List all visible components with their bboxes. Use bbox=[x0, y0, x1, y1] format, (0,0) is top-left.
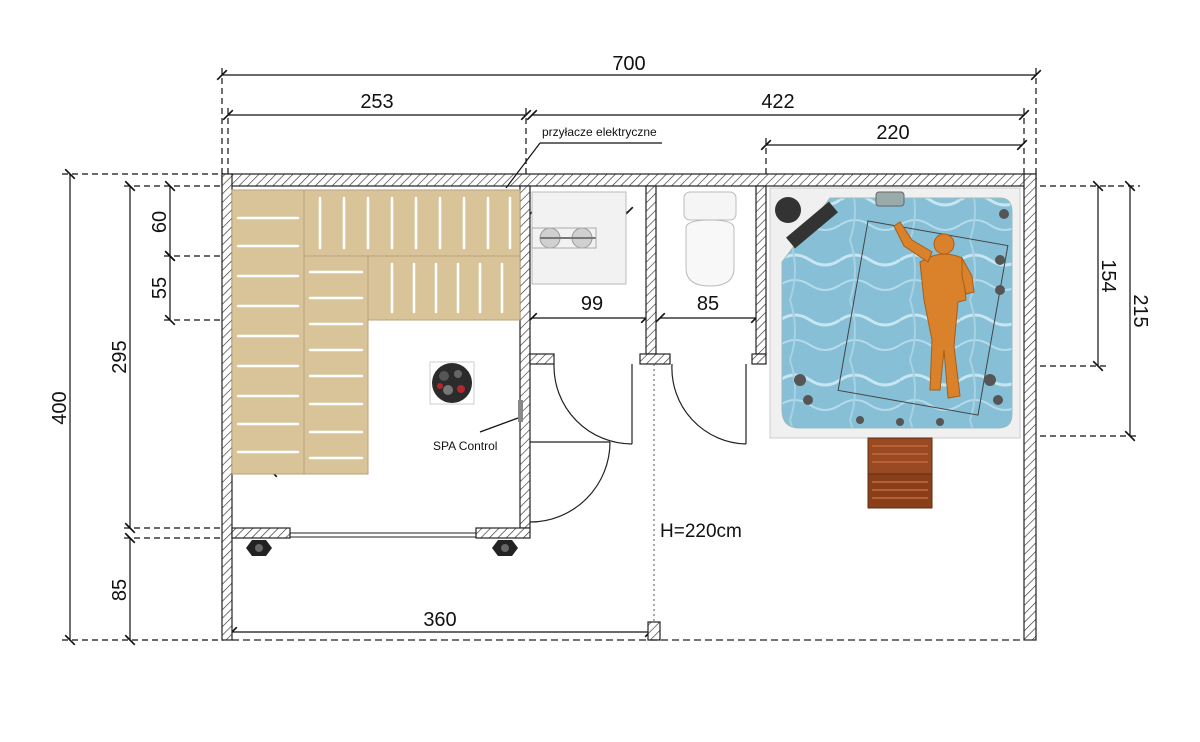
shower-fixture bbox=[531, 191, 627, 285]
dim-sauna-width: 253 bbox=[360, 91, 393, 113]
dim-spa-width: 220 bbox=[876, 122, 909, 144]
dim-right-width: 422 bbox=[761, 91, 794, 113]
person-figure bbox=[893, 221, 975, 399]
dim-total-width: 700 bbox=[612, 53, 645, 75]
dim-sauna-depth: 295 bbox=[109, 340, 131, 373]
sauna-benches bbox=[231, 189, 521, 475]
height-label: H=220cm bbox=[660, 521, 742, 542]
sauna-heater-icon bbox=[429, 361, 475, 405]
dim-porch-depth: 85 bbox=[109, 579, 131, 601]
spa-control-label: SPA Control bbox=[433, 439, 497, 453]
dim-total-depth: 400 bbox=[49, 391, 71, 424]
hot-tub-steps bbox=[867, 437, 933, 509]
dim-bench-upper: 60 bbox=[149, 211, 171, 233]
dim-spa-inner: 154 bbox=[1097, 259, 1119, 292]
dim-spa-outer: 215 bbox=[1129, 294, 1151, 327]
dimension-lines bbox=[62, 68, 1140, 646]
spa-control-device bbox=[479, 400, 523, 433]
dim-wc-width: 85 bbox=[697, 293, 719, 315]
dim-porch-width: 360 bbox=[423, 609, 456, 631]
dim-shower-depth: 99 bbox=[581, 293, 603, 315]
walls bbox=[221, 173, 1037, 641]
dim-bench-lower: 55 bbox=[149, 277, 171, 299]
support-wheels bbox=[246, 540, 518, 556]
doors bbox=[529, 363, 747, 523]
electrical-leader bbox=[505, 142, 662, 189]
electrical-label: przyłacze elektryczne bbox=[542, 125, 657, 139]
toilet-icon bbox=[683, 191, 737, 287]
